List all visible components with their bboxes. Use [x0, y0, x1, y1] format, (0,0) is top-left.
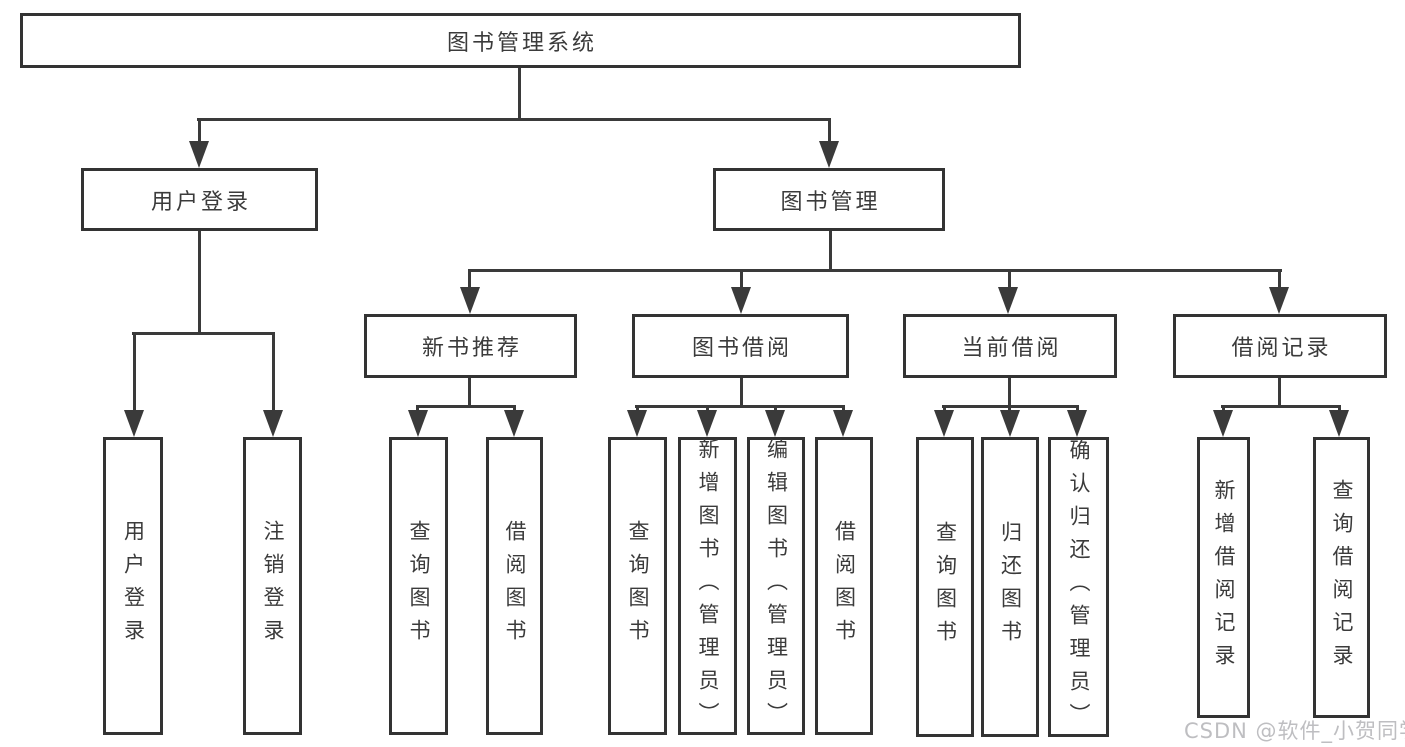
node-new-book-recommend: 新书推荐 [364, 314, 577, 378]
connector-line [197, 118, 831, 121]
arrow-down-icon [1329, 410, 1349, 437]
connector-line [416, 405, 419, 413]
connector-line [1278, 376, 1281, 408]
connector-line [198, 229, 201, 335]
arrow-down-icon [263, 410, 283, 437]
connector-line [706, 405, 709, 413]
arrow-down-icon [1213, 410, 1233, 437]
connector-line [272, 332, 275, 412]
connector-line [636, 405, 639, 413]
leaf-add-borrow-record: 新增借阅记录 [1197, 437, 1250, 718]
leaf-query-borrow-record-label: 查询借阅记录 [1330, 478, 1354, 677]
arrow-down-icon [124, 410, 144, 437]
connector-line [468, 269, 471, 290]
arrow-down-icon [697, 410, 717, 437]
connector-line [943, 405, 946, 413]
connector-line [774, 405, 777, 413]
leaf-logout-label: 注销登录 [261, 520, 285, 652]
leaf-user-login-label: 用户登录 [121, 520, 146, 652]
leaf-confirm-return-admin: 确认归还（管理员） [1048, 437, 1109, 737]
node-new-book-recommend-label: 新书推荐 [421, 336, 522, 361]
connector-line [198, 118, 201, 144]
leaf-borrow-books-1-label: 借阅图书 [503, 520, 527, 652]
node-user-login-label: 用户登录 [150, 189, 251, 215]
node-borrowing-records-label: 借阅记录 [1231, 336, 1332, 361]
leaf-logout: 注销登录 [243, 437, 302, 735]
arrow-down-icon [460, 287, 480, 314]
arrow-down-icon [627, 410, 647, 437]
connector-line [1338, 405, 1341, 413]
leaf-query-books-3-label: 查询图书 [933, 521, 958, 653]
leaf-query-books-3: 查询图书 [916, 437, 974, 737]
connector-line [829, 229, 832, 272]
leaf-confirm-return-admin-label: 确认归还（管理员） [1067, 438, 1091, 736]
leaf-return-books: 归还图书 [981, 437, 1039, 737]
leaf-add-books-admin: 新增图书（管理员） [678, 437, 737, 735]
node-root: 图书管理系统 [20, 13, 1021, 68]
leaf-add-borrow-record-label: 新增借阅记录 [1212, 478, 1236, 677]
connector-line [518, 66, 521, 121]
node-user-login: 用户登录 [81, 168, 318, 231]
connector-line [740, 376, 743, 408]
connector-line [1076, 405, 1079, 413]
arrow-down-icon [189, 141, 209, 168]
connector-line [1221, 405, 1341, 408]
connector-line [828, 118, 831, 144]
csdn-watermark: CSDN @软件_小贺同学 [1184, 719, 1405, 743]
leaf-query-borrow-record: 查询借阅记录 [1313, 437, 1370, 718]
leaf-borrow-books-2: 借阅图书 [815, 437, 873, 735]
connector-line [1222, 405, 1225, 413]
arrow-down-icon [504, 410, 524, 437]
arrow-down-icon [819, 141, 839, 168]
leaf-add-books-admin-label: 新增图书（管理员） [696, 437, 720, 735]
connector-line [1278, 269, 1281, 290]
leaf-query-books-1: 查询图书 [389, 437, 448, 735]
connector-line [1008, 269, 1011, 290]
connector-line [469, 269, 1282, 272]
node-root-label: 图书管理系统 [446, 30, 597, 56]
connector-line [842, 405, 845, 413]
node-book-borrowing-label: 图书借阅 [691, 336, 792, 361]
node-current-borrowing-label: 当前借阅 [961, 336, 1062, 361]
arrow-down-icon [934, 410, 954, 437]
node-book-management-label: 图书管理 [780, 189, 881, 215]
leaf-query-books-2: 查询图书 [608, 437, 667, 735]
leaf-user-login: 用户登录 [103, 437, 163, 735]
connector-line [635, 405, 845, 408]
arrow-down-icon [408, 410, 428, 437]
arrow-down-icon [1000, 410, 1020, 437]
connector-line [1008, 376, 1011, 408]
node-current-borrowing: 当前借阅 [903, 314, 1117, 378]
arrow-down-icon [833, 410, 853, 437]
arrow-down-icon [1067, 410, 1087, 437]
connector-line [740, 269, 743, 290]
node-book-management: 图书管理 [713, 168, 945, 231]
leaf-borrow-books-2-label: 借阅图书 [832, 520, 857, 652]
leaf-edit-books-admin-label: 编辑图书（管理员） [764, 437, 789, 735]
node-borrowing-records: 借阅记录 [1173, 314, 1387, 378]
connector-line [1008, 405, 1011, 413]
node-book-borrowing: 图书借阅 [632, 314, 849, 378]
arrow-down-icon [731, 287, 751, 314]
arrow-down-icon [765, 410, 785, 437]
connector-line [416, 405, 516, 408]
arrow-down-icon [998, 287, 1018, 314]
leaf-return-books-label: 归还图书 [998, 521, 1023, 653]
leaf-edit-books-admin: 编辑图书（管理员） [747, 437, 805, 735]
connector-line [133, 332, 136, 412]
connector-line [132, 332, 275, 335]
connector-line [468, 376, 471, 408]
leaf-query-books-2-label: 查询图书 [626, 520, 650, 652]
connector-line [513, 405, 516, 413]
arrow-down-icon [1269, 287, 1289, 314]
leaf-borrow-books-1: 借阅图书 [486, 437, 543, 735]
leaf-query-books-1-label: 查询图书 [407, 520, 431, 652]
